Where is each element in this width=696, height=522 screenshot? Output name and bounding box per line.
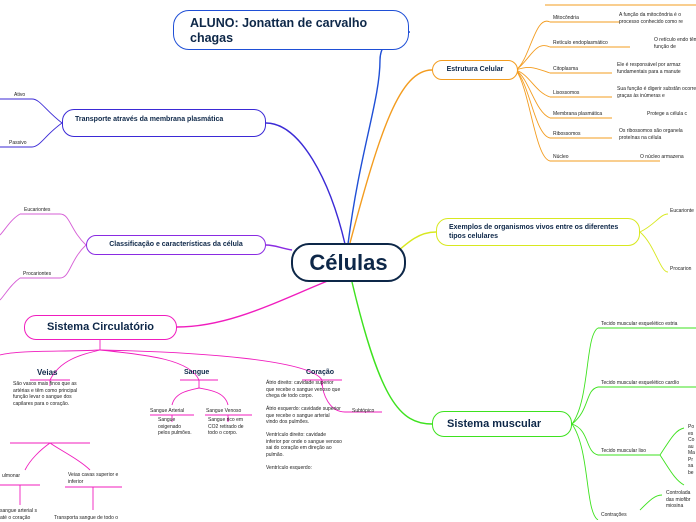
veias-label[interactable]: Veias bbox=[37, 368, 58, 377]
sangue-label[interactable]: Sangue bbox=[184, 369, 210, 376]
sangue-arterial-desc: Sangue oxigenado pelos pulmões. bbox=[158, 417, 192, 436]
muscular-item-contracoes[interactable]: Contrações bbox=[601, 512, 627, 518]
estrutura-desc-citoplasma: Ele é responsável por armaz fundamentais… bbox=[617, 62, 681, 75]
muscular-title: Sistema muscular bbox=[447, 418, 542, 430]
estrutura-desc-mitocondria: A função da mitocôndria é o processo con… bbox=[619, 12, 683, 25]
estrutura-item-reticulo[interactable]: Retículo endoplasmático bbox=[553, 40, 608, 46]
classificacao-title: Classificação e características da célul… bbox=[109, 241, 243, 248]
student-node[interactable]: ALUNO: Jonattan de carvalho chagas bbox=[173, 10, 409, 50]
circulatorio-node[interactable]: Sistema Circulatório bbox=[24, 315, 177, 340]
estrutura-desc-nucleo: O núcleo armazena bbox=[640, 154, 684, 160]
transporte-title: Transporte através da membrana plasmátic… bbox=[75, 116, 224, 123]
transporte-ativo[interactable]: Ativo bbox=[14, 92, 26, 98]
exemplos-node[interactable]: Exemplos de organismos vivos entre os di… bbox=[436, 218, 640, 246]
estrutura-desc-membrana: Protege a célula c bbox=[647, 111, 688, 117]
transporte-node[interactable]: Transporte através da membrana plasmátic… bbox=[62, 109, 266, 137]
veias-pulmonar-desc: sangue arterial s até o coração bbox=[0, 508, 37, 521]
muscular-liso-desc: Po es Co au Ma Pr sa be bbox=[688, 424, 695, 476]
estrutura-desc-ribossomos: Os ribossomos são organela proteínas na … bbox=[619, 128, 683, 141]
muscular-item-cardiaco[interactable]: Tecido muscular esquelético cardío bbox=[601, 380, 680, 386]
classificacao-node[interactable]: Classificação e características da célul… bbox=[86, 235, 266, 255]
estrutura-item-lisossomos[interactable]: Lisossomos bbox=[553, 90, 580, 96]
estrutura-item-citoplasma[interactable]: Citoplasma bbox=[553, 66, 579, 72]
veias-pulmonar[interactable]: ulmonar bbox=[2, 473, 21, 479]
muscular-item-liso[interactable]: Tecido muscular liso bbox=[601, 448, 647, 454]
veias-cavas-desc: Transporta sangue de todo o bbox=[54, 515, 119, 521]
estrutura-item-ribossomos[interactable]: Ribossomos bbox=[553, 131, 581, 137]
estrutura-item-membrana[interactable]: Membrana plasmática bbox=[553, 111, 603, 117]
coracao-label[interactable]: Coração bbox=[306, 369, 335, 376]
sangue-venoso[interactable]: Sangue Venoso bbox=[206, 408, 242, 414]
muscular-node[interactable]: Sistema muscular bbox=[432, 411, 572, 437]
classificacao-eucariontes[interactable]: Eucariontes bbox=[24, 207, 51, 213]
estrutura-desc-lisossomos: Sua função é digerir substân ocorre graç… bbox=[617, 86, 696, 99]
estrutura-desc-reticulo: O retículo endo têm função de bbox=[654, 37, 696, 50]
muscular-contracoes-desc: Controlada das miofibr miosina bbox=[666, 490, 691, 509]
veias-desc: São vasos mais finos que as artérias e t… bbox=[13, 381, 78, 407]
circulatorio-title: Sistema Circulatório bbox=[47, 321, 154, 333]
exemplos-eucarionte[interactable]: Eucarionte bbox=[670, 208, 694, 214]
exemplos-title: Exemplos de organismos vivos entre os di… bbox=[449, 224, 619, 240]
estrutura-item-mitocondria[interactable]: Mitocôndria bbox=[553, 15, 579, 21]
center-node[interactable]: Células bbox=[291, 243, 406, 282]
center-title: Células bbox=[309, 250, 388, 275]
estrutura-node[interactable]: Estrutura Celular bbox=[432, 60, 518, 80]
estrutura-title: Estrutura Celular bbox=[446, 66, 504, 73]
sangue-venoso-desc: Sangue rico em CO2 retirado de todo o co… bbox=[208, 417, 244, 436]
veias-cavas[interactable]: Veias cavas superior e inferior bbox=[68, 472, 119, 485]
student-label: ALUNO: Jonattan de carvalho chagas bbox=[190, 16, 368, 45]
muscular-item-estriado[interactable]: Tecido muscular esquelético estria bbox=[601, 321, 678, 327]
exemplos-procarionte[interactable]: Procarion bbox=[670, 266, 692, 272]
transporte-passivo[interactable]: Passivo bbox=[9, 140, 27, 146]
coracao-subtopico[interactable]: Subtópico bbox=[352, 408, 375, 414]
coracao-desc: Átrio direito: cavidade superior que rec… bbox=[266, 380, 342, 471]
classificacao-procariontes[interactable]: Procariontes bbox=[23, 271, 52, 277]
estrutura-item-nucleo[interactable]: Núcleo bbox=[553, 154, 569, 160]
sangue-arterial[interactable]: Sangue Arterial bbox=[150, 408, 185, 414]
